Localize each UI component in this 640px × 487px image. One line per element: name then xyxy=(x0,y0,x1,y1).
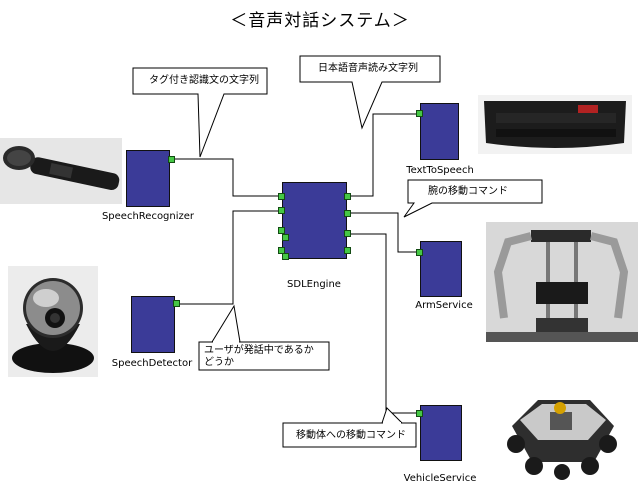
arm-service-label: ArmService xyxy=(415,300,473,311)
sdl-engine-label: SDLEngine xyxy=(287,279,341,290)
vehicle-service-block[interactable] xyxy=(420,405,462,461)
callout-arm-command-shape xyxy=(403,179,543,218)
text-to-speech-block[interactable] xyxy=(420,103,459,160)
sdl-engine-port-in-5[interactable] xyxy=(278,247,285,254)
speech-recognizer-label: SpeechRecognizer xyxy=(101,211,195,222)
sdl-engine-port-out-4[interactable] xyxy=(344,247,351,254)
speech-detector-block[interactable] xyxy=(131,296,175,353)
wire-engine-vehicle xyxy=(351,233,418,414)
callout-user-speaking-line2: どうか xyxy=(204,357,234,368)
callout-tts-text-shape xyxy=(299,55,441,130)
wire-engine-tts xyxy=(351,113,418,197)
callout-japanese-tts-text: 日本語音声読み文字列 xyxy=(318,63,418,74)
callout-tagged-text-shape xyxy=(132,67,268,158)
sdl-engine-port-in-6[interactable] xyxy=(282,253,289,260)
wire-recognizer-engine xyxy=(174,158,281,197)
sdl-engine-port-in-3[interactable] xyxy=(278,227,285,234)
sdl-engine-block[interactable] xyxy=(282,182,347,259)
sdl-engine-port-out-1[interactable] xyxy=(344,193,351,200)
callout-arm-command: 腕の移動コマンド xyxy=(428,186,508,197)
speaker-photo xyxy=(478,95,632,154)
microphone-photo xyxy=(0,138,122,204)
sdl-engine-port-out-3[interactable] xyxy=(344,230,351,237)
speech-recognizer-port[interactable] xyxy=(168,156,175,163)
speech-recognizer-block[interactable] xyxy=(126,150,170,207)
arm-service-port[interactable] xyxy=(416,249,423,256)
callout-user-speaking-shape xyxy=(198,304,330,371)
text-to-speech-port[interactable] xyxy=(416,110,423,117)
diagram-title: ＜音声対話システム＞ xyxy=(230,11,410,31)
speech-detector-label: SpeechDetector xyxy=(111,358,193,369)
arm-service-block[interactable] xyxy=(420,241,462,297)
callout-tagged-text: タグ付き認識文の文字列 xyxy=(149,75,259,86)
wire-detector-engine xyxy=(177,210,281,305)
wire-engine-arm xyxy=(351,212,418,253)
sdl-engine-port-in-2[interactable] xyxy=(278,207,285,214)
sdl-engine-port-out-2[interactable] xyxy=(344,210,351,217)
callout-vehicle-command: 移動体への移動コマンド xyxy=(296,430,406,441)
vehicle-robot-photo xyxy=(498,378,626,482)
camera-photo xyxy=(8,266,98,377)
vehicle-service-port[interactable] xyxy=(416,410,423,417)
sdl-engine-port-in-1[interactable] xyxy=(278,193,285,200)
vehicle-service-label: VehicleService xyxy=(403,473,477,484)
callout-user-speaking-line1: ユーザが発話中であるか xyxy=(204,345,314,356)
speech-detector-port[interactable] xyxy=(173,300,180,307)
sdl-engine-port-in-4[interactable] xyxy=(282,234,289,241)
callout-vehicle-command-shape xyxy=(282,407,417,448)
arm-robot-photo xyxy=(486,222,638,342)
text-to-speech-label: TextToSpeech xyxy=(406,165,474,176)
